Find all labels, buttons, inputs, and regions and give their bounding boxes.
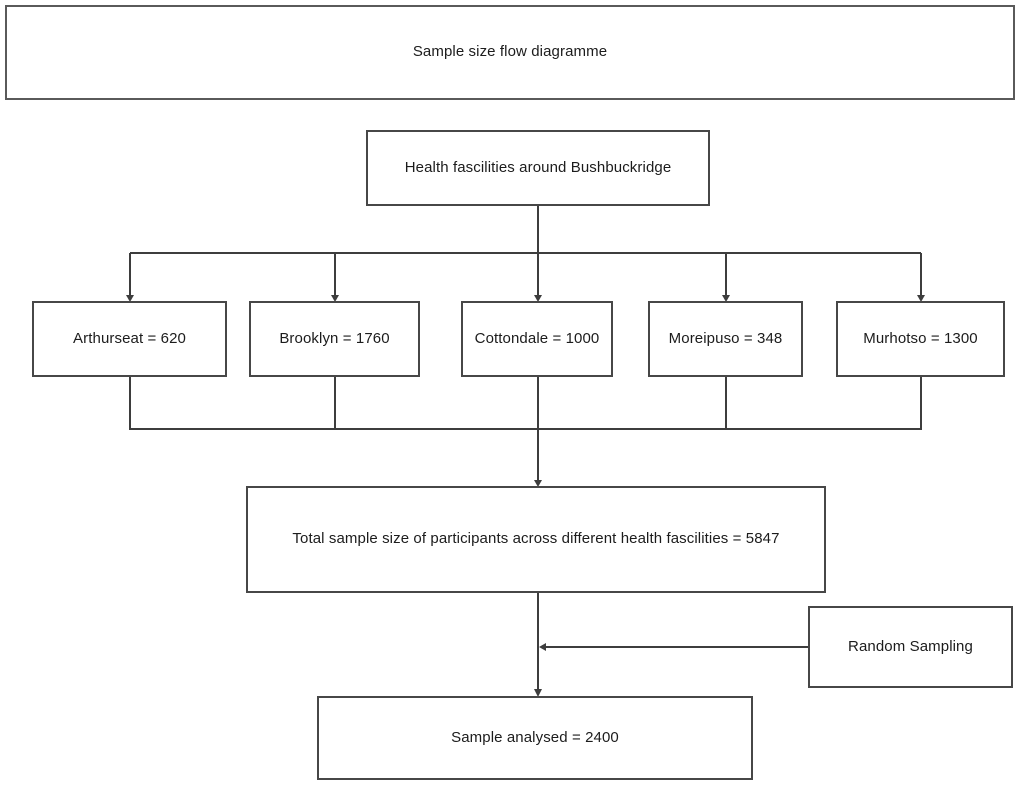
node-label: Total sample size of participants across…: [292, 530, 780, 548]
node-arthurseat: Arthurseat = 620: [32, 301, 227, 377]
node-label: Murhotso = 1300: [863, 329, 978, 347]
node-label: Brooklyn = 1760: [279, 329, 390, 347]
node-moreipuso: Moreipuso = 348: [648, 301, 803, 377]
node-label: Moreipuso = 348: [668, 329, 783, 347]
node-random-sampling: Random Sampling: [808, 606, 1013, 688]
node-cottondale: Cottondale = 1000: [461, 301, 613, 377]
node-label: Cottondale = 1000: [474, 329, 600, 347]
node-label: Random Sampling: [848, 637, 973, 655]
arrowhead-left-icon: [539, 643, 546, 651]
diagram-title: Sample size flow diagramme: [412, 43, 608, 61]
node-sample-analysed: Sample analysed = 2400: [317, 696, 753, 780]
node-label: Arthurseat = 620: [73, 329, 186, 347]
node-brooklyn: Brooklyn = 1760: [249, 301, 420, 377]
diagram-title-box: Sample size flow diagramme: [5, 5, 1015, 100]
node-health-facilities: Health fascilities around Bushbuckridge: [366, 130, 710, 206]
node-murhotso: Murhotso = 1300: [836, 301, 1005, 377]
node-label: Health fascilities around Bushbuckridge: [404, 158, 672, 176]
node-label: Sample analysed = 2400: [451, 728, 619, 746]
node-total-sample-size: Total sample size of participants across…: [246, 486, 826, 593]
